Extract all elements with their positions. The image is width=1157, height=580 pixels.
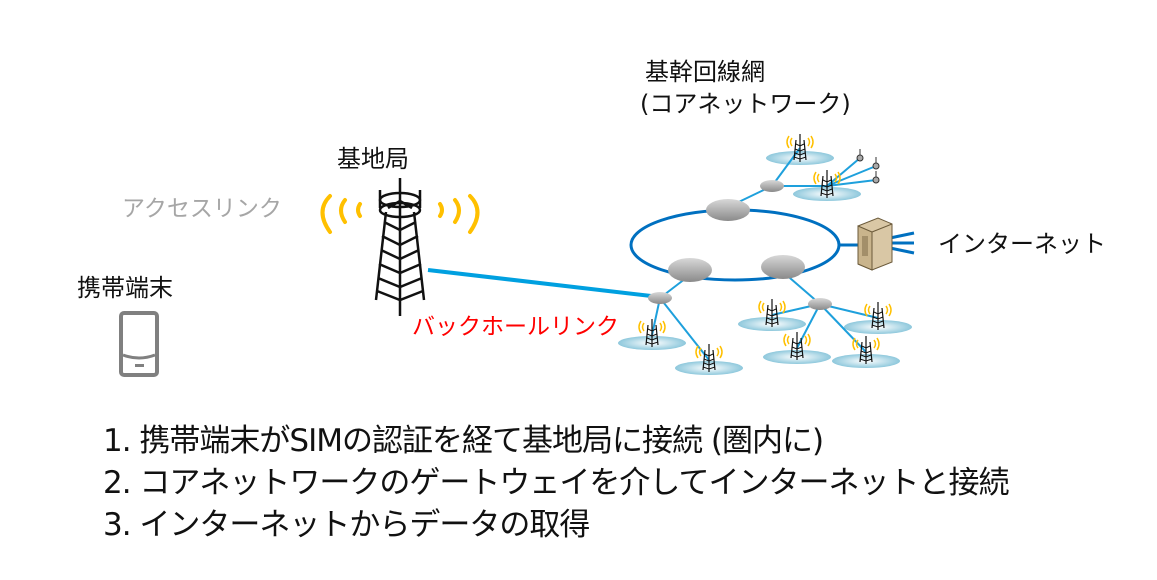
backhaul-link-label: バックホールリンク	[412, 314, 619, 340]
core-routers	[648, 180, 832, 310]
core-network-subtitle: (コアネットワーク)	[640, 90, 851, 118]
core-network-title: 基幹回線網	[645, 58, 765, 86]
mini-terminals	[856, 149, 880, 184]
core-ring	[629, 208, 841, 282]
base-station-label: 基地局	[337, 145, 409, 173]
step-item: 1. 携帯端末がSIMの認証を経て基地局に接続 (圏内に)	[103, 423, 824, 459]
access-link-label: アクセスリンク	[122, 196, 282, 222]
mobile-phone-icon	[119, 311, 159, 377]
gateway-server-icon	[857, 217, 893, 271]
radio-waves-icon	[320, 194, 480, 234]
mobile-terminal-label: 携帯端末	[77, 274, 173, 302]
step-item: 3. インターネットからデータの取得	[103, 507, 590, 543]
steps-list: 1. 携帯端末がSIMの認証を経て基地局に接続 (圏内に) 2. コアネットワー…	[103, 420, 1009, 546]
backhaul-line	[427, 268, 661, 299]
mini-base-stations	[638, 133, 892, 373]
step-item: 2. コアネットワークのゲートウェイを介してインターネットと接続	[103, 465, 1009, 501]
base-station-tower-icon	[374, 178, 426, 316]
internet-label: インターネット	[938, 230, 1106, 258]
